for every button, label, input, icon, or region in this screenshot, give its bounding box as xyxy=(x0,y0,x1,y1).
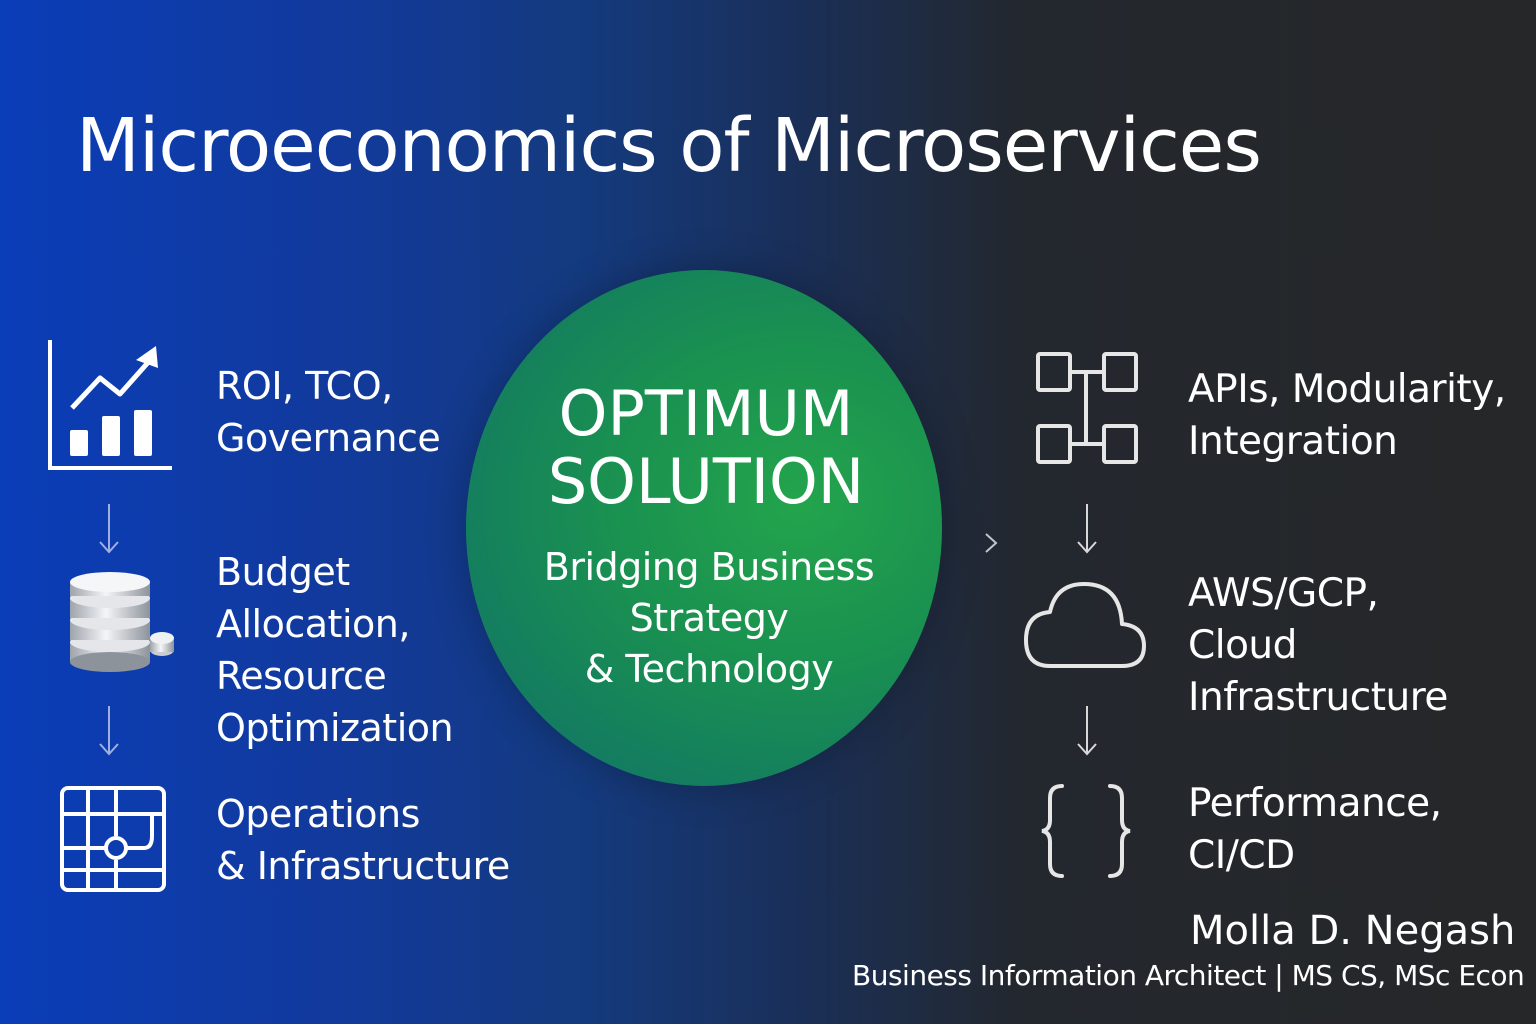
down-arrow-left-1 xyxy=(98,504,120,556)
author-name: Molla D. Negash xyxy=(1190,908,1516,954)
down-arrow-right-1 xyxy=(1076,504,1098,556)
author-role: Business Information Architect | MS CS, … xyxy=(852,959,1525,992)
bar-chart-trend-icon xyxy=(44,338,176,474)
down-arrow-right-2 xyxy=(1076,706,1098,758)
right-item-label-3: Performance, CI/CD xyxy=(1188,781,1442,878)
left-item-label-1: ROI, TCO, Governance xyxy=(216,364,441,460)
page-title: Microeconomics of Microservices xyxy=(76,103,1262,189)
down-arrow-left-2 xyxy=(98,706,120,758)
module-blocks-icon xyxy=(1034,350,1140,468)
right-item-label-1: APIs, Modularity, Integration xyxy=(1188,367,1506,464)
left-item-label-3: Operations & Infrastructure xyxy=(216,792,510,888)
right-item-label-2: AWS/GCP, Cloud Infrastructure xyxy=(1188,571,1448,720)
center-title: OPTIMUM SOLUTION xyxy=(547,377,865,518)
curly-braces-icon xyxy=(1038,782,1134,880)
left-item-label-2: Budget Allocation, Resource Optimization xyxy=(216,550,454,750)
center-circle xyxy=(466,270,942,786)
cloud-icon xyxy=(1022,576,1148,672)
center-subtitle: Bridging Business Strategy & Technology xyxy=(543,545,875,691)
database-stack-icon xyxy=(66,570,176,674)
grid-map-icon xyxy=(58,784,168,894)
